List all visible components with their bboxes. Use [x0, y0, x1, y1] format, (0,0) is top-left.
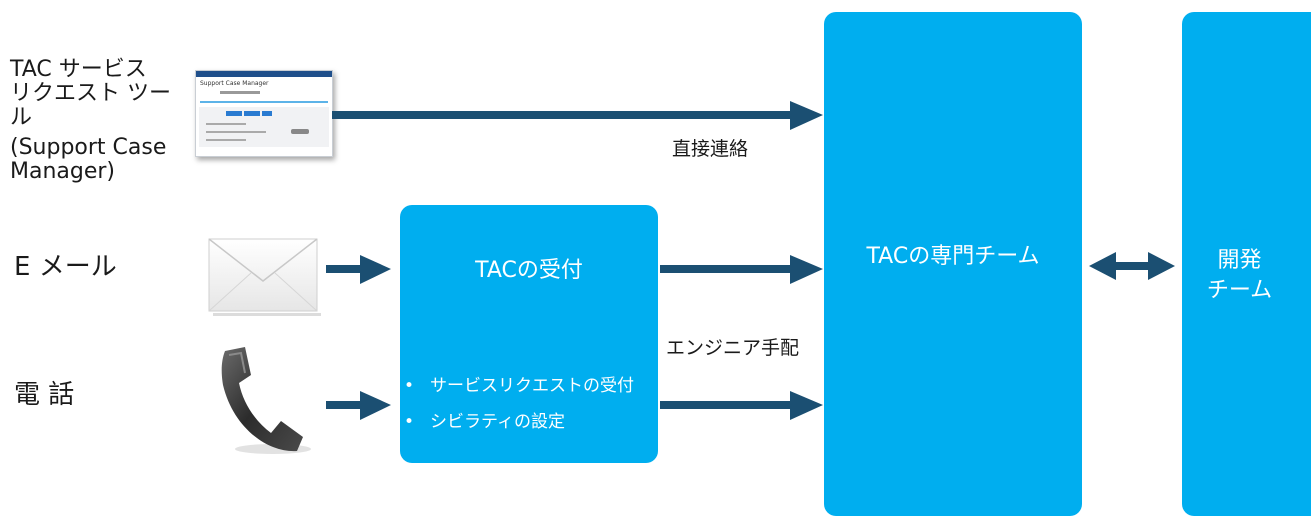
arrow-email-to-reception	[326, 254, 392, 290]
dev-team-line1: 開発	[1217, 248, 1262, 273]
dev-team-line2: チーム	[1206, 278, 1273, 303]
screenshot-button-3	[262, 111, 272, 116]
email-label: E メール	[14, 252, 117, 282]
arrow-reception-to-specialist-1	[660, 254, 824, 290]
tool-label-line2: リクエスト ツール	[10, 81, 171, 130]
phone-handset-icon	[215, 345, 315, 461]
support-case-manager-screenshot: Support Case Manager	[195, 70, 333, 157]
arrow-bidirectional-specialist-dev	[1088, 250, 1176, 286]
screenshot-button-2	[244, 111, 260, 116]
screenshot-row-3	[206, 139, 246, 141]
screenshot-row-1	[206, 123, 246, 125]
tool-label-line1: TAC サービス	[10, 57, 147, 82]
screenshot-submit-button	[291, 129, 309, 134]
tac-reception-title: TACの受付	[475, 258, 583, 283]
screenshot-search-bar	[220, 91, 260, 94]
tac-specialist-team-title: TACの専門チーム	[866, 244, 1040, 269]
tac-reception-bullets: サービスリクエストの受付 シビラティの設定	[400, 368, 658, 440]
tac-specialist-team-box: TACの専門チーム	[824, 12, 1082, 516]
screenshot-header-bar	[196, 71, 332, 77]
direct-contact-label: 直接連絡	[672, 138, 749, 160]
screenshot-tab-strip	[200, 101, 328, 103]
arrow-phone-to-reception	[326, 390, 392, 426]
arrow-tool-to-specialist	[332, 100, 824, 136]
arrow-reception-to-specialist-2	[660, 390, 824, 426]
phone-label: 電 話	[14, 380, 75, 410]
tool-label-line3: (Support Case	[10, 135, 167, 160]
bullet-service-request: サービスリクエストの受付	[400, 368, 658, 404]
bullet-severity-setting: シビラティの設定	[400, 404, 658, 440]
tool-label: TAC サービス リクエスト ツール (Support Case Manager…	[10, 58, 190, 184]
screenshot-button-1	[226, 111, 242, 116]
screenshot-row-2	[206, 131, 266, 133]
dev-team-title: 開発 チーム	[1182, 246, 1297, 306]
tac-reception-box: TACの受付 サービスリクエストの受付 シビラティの設定	[400, 205, 658, 463]
engineer-assign-label: エンジニア手配	[666, 337, 800, 359]
dev-team-box: 開発 チーム	[1182, 12, 1311, 516]
screenshot-title: Support Case Manager	[200, 80, 269, 87]
envelope-icon	[205, 235, 325, 321]
tool-label-line4: Manager)	[10, 159, 116, 184]
